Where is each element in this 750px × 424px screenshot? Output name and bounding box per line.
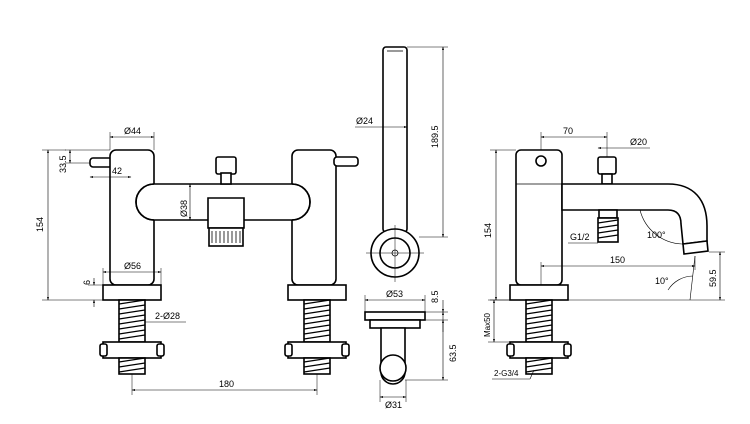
dim-side-2-g34: 2-G3/4 [494, 369, 519, 378]
side-base-flange [509, 284, 569, 301]
left-base-flange [102, 284, 162, 301]
dim-handset-d53: Ø53 [386, 289, 403, 299]
right-base-flange [287, 284, 347, 301]
dim-side-150: 150 [610, 255, 625, 265]
dim-front-154: 154 [35, 217, 45, 232]
dim-front-180: 180 [219, 379, 234, 389]
dim-front-d44: Ø44 [124, 126, 141, 136]
handset-body [382, 46, 408, 233]
side-diverter-knob [597, 156, 617, 175]
aerator [208, 227, 244, 247]
side-thread [525, 299, 553, 340]
right-lever [333, 156, 359, 167]
front-view: Ø44 42 33.5 154 Ø38 Ø56 6 2-Ø28 180 [35, 126, 359, 395]
side-valve-body [515, 149, 563, 286]
dim-handset-63-5: 63.5 [448, 344, 458, 362]
dim-side-10deg: 10° [655, 276, 669, 286]
side-view: 70 Ø20 154 G1/2 100° 150 10° 59.5 Max50 [483, 126, 725, 380]
handset-view: Ø24 189.5 Ø53 8.5 63.5 Ø31 [355, 46, 458, 410]
left-nut [102, 341, 162, 359]
dim-handset-8-5: 8.5 [430, 290, 440, 303]
diverter-knob [215, 156, 237, 175]
dim-side-100deg: 100° [647, 230, 666, 240]
dim-handset-189-5: 189.5 [430, 125, 440, 148]
dim-side-59-5: 59.5 [708, 269, 718, 287]
dim-front-2x28: 2-Ø28 [155, 311, 180, 321]
dim-handset-d24: Ø24 [356, 116, 373, 126]
dim-side-70: 70 [563, 126, 573, 136]
dim-front-6: 6 [82, 280, 92, 285]
left-lever [89, 157, 113, 168]
dim-side-max50: Max50 [483, 312, 492, 337]
side-nut [509, 341, 569, 359]
spout [207, 197, 245, 229]
dim-handset-d31: Ø31 [385, 400, 402, 410]
dim-front-d56: Ø56 [124, 261, 141, 271]
dim-front-42: 42 [112, 166, 122, 176]
dim-front-33-5: 33.5 [58, 155, 68, 173]
right-thread [303, 299, 331, 340]
dim-front-d38: Ø38 [179, 200, 189, 217]
dim-side-154: 154 [483, 223, 493, 238]
side-lever-end [535, 155, 547, 167]
dim-side-d20: Ø20 [630, 137, 647, 147]
g12-outlet [598, 209, 618, 219]
dim-side-g12: G1/2 [570, 232, 590, 242]
right-nut [287, 341, 347, 359]
holder-plate [364, 311, 426, 321]
